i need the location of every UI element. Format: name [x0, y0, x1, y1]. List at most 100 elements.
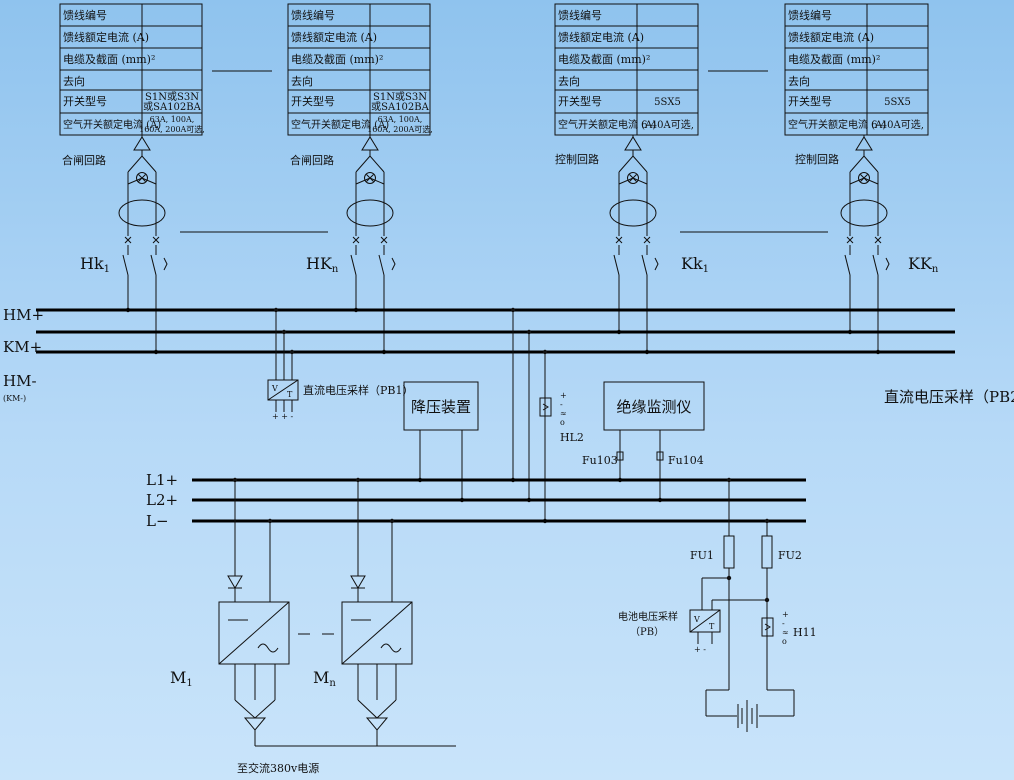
- switch-model-value: 5SX5: [884, 97, 911, 108]
- step-down-label: 降压装置: [411, 398, 471, 416]
- table-row-label: 去向: [558, 74, 580, 88]
- fuse-fu103: [616, 451, 624, 461]
- svg-text:o: o: [782, 637, 787, 646]
- svg-text:+: +: [782, 610, 789, 619]
- table-row-label: 电缆及截面 (mm)²: [788, 52, 880, 66]
- ac-source-label: 至交流380v电源: [237, 761, 319, 775]
- fuse-fu104: [656, 451, 664, 461]
- table-row-label: 去向: [291, 74, 313, 88]
- bus-label-l2: L2+: [146, 491, 178, 509]
- table-row-label: 电缆及截面 (mm)²: [558, 52, 650, 66]
- svg-text:≈: ≈: [782, 628, 789, 637]
- voltage-sampling-pb2-label: 直流电压采样（PB2）: [884, 388, 1014, 406]
- battery-section: V T + - + - ≈ o: [689, 477, 795, 732]
- hl2-indicator: + - ≈ o: [539, 391, 567, 427]
- insulation-monitor-device: [603, 381, 705, 431]
- bus-label-km-minus: (KM-): [3, 394, 26, 403]
- switch-label-hk1: Hk1: [80, 254, 110, 275]
- svg-text:V: V: [271, 384, 278, 393]
- voltage-sampling-pb1-label: 直流电压采样（PB1）: [303, 383, 413, 397]
- table-row-label: 空气开关额定电流 (A): [291, 118, 389, 131]
- svg-text:-: -: [560, 400, 563, 409]
- table-row-label: 开关型号: [63, 94, 107, 108]
- battery-sampling-label: 电池电压采样: [618, 610, 678, 623]
- svg-text:≈: ≈: [560, 409, 567, 418]
- switch-model-value: 或SA102BA: [143, 101, 202, 113]
- fu103-label: Fu103: [582, 454, 618, 467]
- bus-label-hm-plus: HM+: [3, 306, 44, 324]
- svg-text:+: +: [560, 391, 567, 400]
- indicator-lamp-icon: [136, 172, 148, 184]
- fu1-label: FU1: [690, 549, 714, 562]
- current-transformer-icon: [609, 199, 657, 227]
- table-row-label: 开关型号: [291, 94, 335, 108]
- table-row-label: 空气开关额定电流 (A): [63, 118, 161, 131]
- svg-text:-: -: [782, 619, 785, 628]
- feeder-branch-2: [346, 135, 396, 355]
- table-row-label: 馈线编号: [558, 8, 602, 22]
- svg-text:+ + -: + + -: [272, 412, 293, 421]
- breaker-current-value: 6-40A可选,: [641, 118, 694, 131]
- svg-text:V: V: [693, 615, 700, 624]
- feeder-branch-1: [118, 135, 168, 355]
- step-down-device: [403, 381, 479, 431]
- current-transformer-icon: [118, 199, 166, 227]
- current-transformer-icon: [346, 199, 394, 227]
- circuit-label-closing-n: 合闸回路: [290, 153, 334, 167]
- table-row-label: 馈线额定电流 (A): [558, 30, 644, 44]
- circuit-label-control-1: 控制回路: [555, 152, 599, 166]
- indicator-lamp-icon: [627, 172, 639, 184]
- rectifier-module-m1: [218, 477, 290, 746]
- switch-model-value: S1N或S3N: [145, 91, 199, 103]
- voltage-sampling-pb1: V T + + -: [267, 307, 299, 421]
- breaker-current-value: 63A, 100A,: [378, 115, 423, 124]
- indicator-lamp-icon: [364, 172, 376, 184]
- table-row-label: 馈线额定电流 (A): [788, 30, 874, 44]
- switch-label-hkn: HKn: [306, 254, 339, 275]
- table-row-label: 馈线额定电流 (A): [63, 30, 149, 44]
- indicator-lamp-icon: [858, 172, 870, 184]
- switch-model-value: 或SA102BA: [371, 101, 430, 113]
- hl2-label: HL2: [560, 431, 584, 444]
- battery-sampling-pb-label: （PB）: [630, 626, 664, 638]
- table-row-label: 开关型号: [788, 94, 832, 108]
- bus-label-hm-minus: HM-: [3, 372, 37, 390]
- table-row-label: 电缆及截面 (mm)²: [63, 52, 155, 66]
- svg-text:+ -: + -: [694, 645, 706, 654]
- breaker-current-value: 160A, 200A可选,: [139, 124, 205, 134]
- switch-model-value: 5SX5: [654, 97, 681, 108]
- table-row-label: 开关型号: [558, 94, 602, 108]
- insulation-monitor-label: 绝缘监测仪: [616, 398, 691, 416]
- current-transformer-icon: [840, 199, 888, 227]
- breaker-current-value: 6-40A可选,: [871, 118, 924, 131]
- table-row-label: 馈线编号: [63, 8, 107, 22]
- table-row-label: 电缆及截面 (mm)²: [291, 52, 383, 66]
- breaker-current-value: 160A, 200A可选,: [367, 124, 433, 134]
- bus-label-km-plus: KM+: [3, 338, 42, 356]
- switch-model-value: S1N或S3N: [373, 91, 427, 103]
- svg-text:T: T: [287, 390, 293, 399]
- table-row-label: 馈线额定电流 (A): [291, 30, 377, 44]
- module-label-m1: M1: [170, 668, 193, 689]
- circuit-label-closing-1: 合闸回路: [62, 153, 106, 167]
- fu2-label: FU2: [778, 549, 802, 562]
- h11-label: H11: [793, 626, 817, 639]
- table-row-label: 馈线编号: [291, 8, 335, 22]
- feeder-branch-4: [840, 135, 890, 355]
- switch-label-kk1: Kk1: [681, 254, 709, 275]
- module-label-mn: Mn: [313, 668, 336, 689]
- table-row-label: 去向: [788, 74, 810, 88]
- bus-label-l1: L1+: [146, 471, 178, 489]
- svg-text:T: T: [709, 622, 715, 631]
- svg-text:o: o: [560, 418, 565, 427]
- circuit-label-control-n: 控制回路: [795, 152, 839, 166]
- breaker-current-value: 63A, 100A,: [150, 115, 195, 124]
- feeder-branches: [118, 135, 890, 355]
- table-row-label: 去向: [63, 74, 85, 88]
